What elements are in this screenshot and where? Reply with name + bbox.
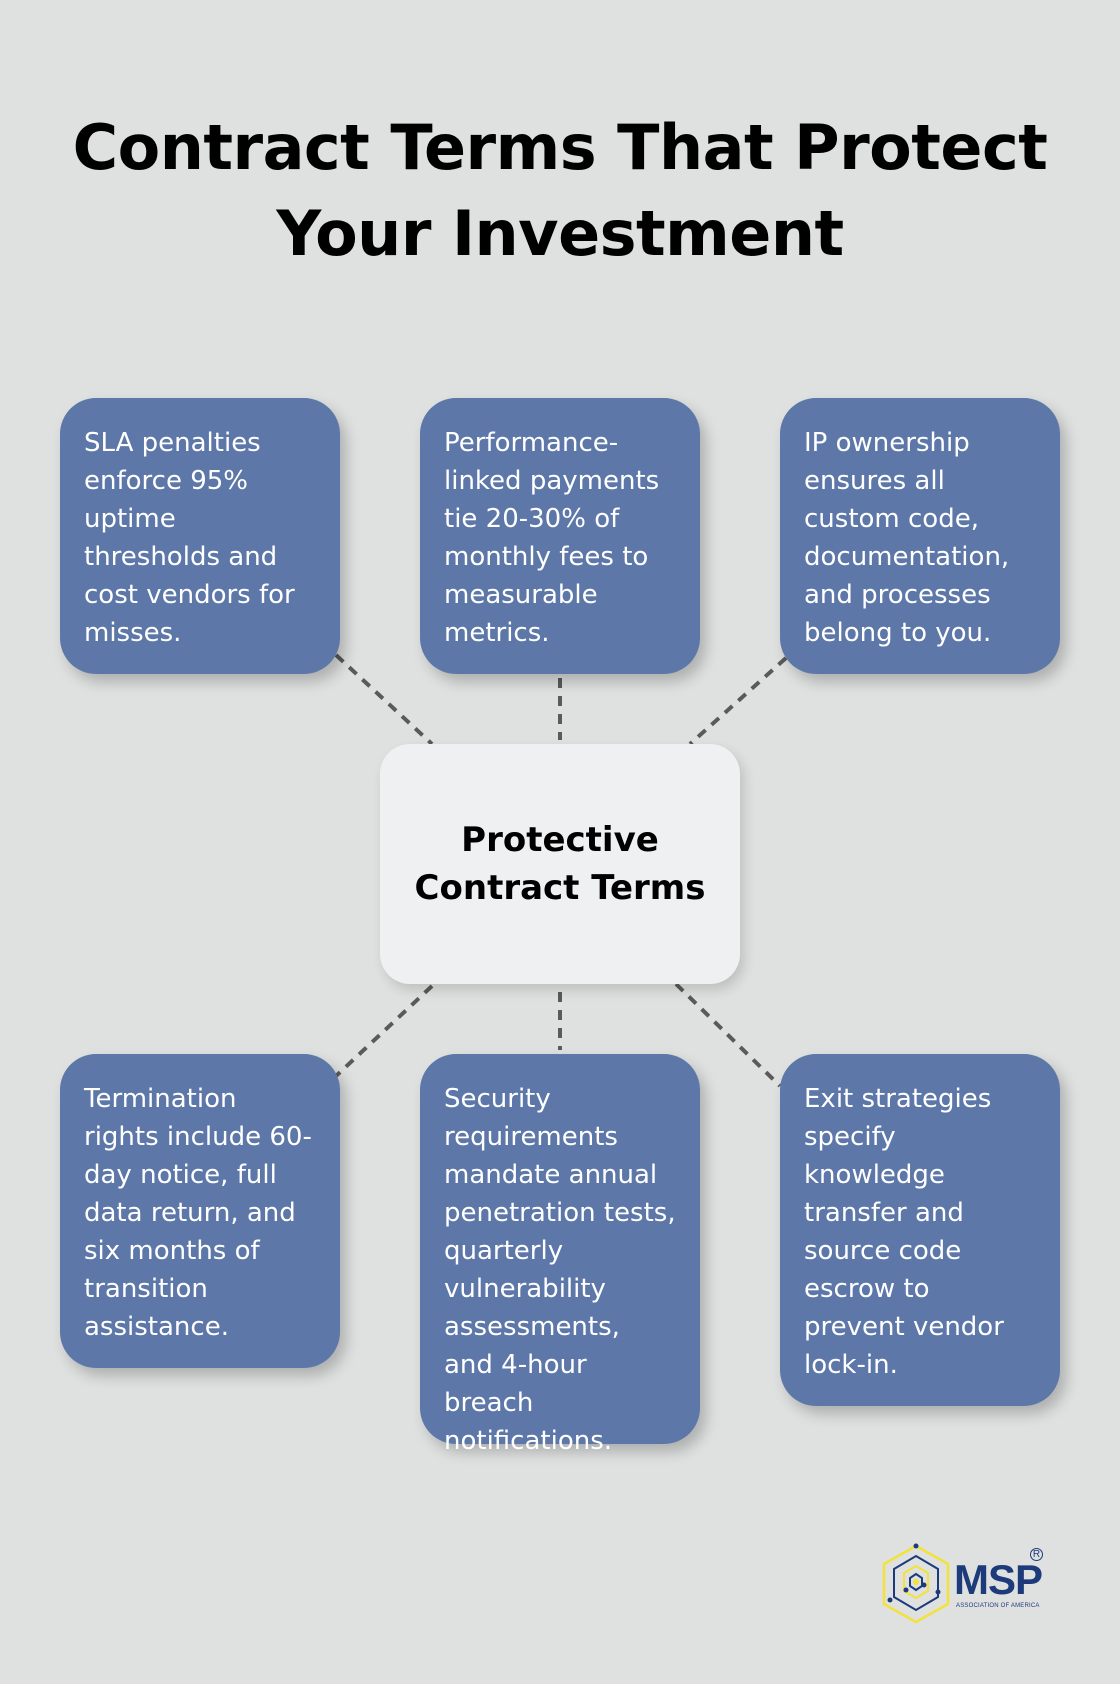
term-text: Termination rights include 60-day notice…	[84, 1084, 312, 1342]
connector-top-left	[334, 653, 434, 746]
title-line-2: Your Investment	[276, 197, 844, 270]
term-text: SLA penalties enforce 95% uptime thresho…	[84, 428, 295, 648]
term-text: Security requirements mandate annual pen…	[444, 1084, 676, 1456]
center-line-2: Contract Terms	[414, 868, 706, 908]
registered-mark-icon: R	[1030, 1548, 1043, 1561]
term-card-termination-rights: Termination rights include 60-day notice…	[60, 1054, 340, 1368]
hexagon-circuit-icon	[882, 1543, 950, 1624]
connector-top-right	[688, 656, 788, 746]
term-text: IP ownership ensures all custom code, do…	[804, 428, 1010, 648]
term-card-performance-payments: Performance-linked payments tie 20-30% o…	[420, 398, 700, 674]
center-line-1: Protective	[461, 820, 659, 860]
term-card-exit-strategies: Exit strategies specify knowledge transf…	[780, 1054, 1060, 1406]
term-text: Performance-linked payments tie 20-30% o…	[444, 428, 660, 648]
msp-logo: MSP R ASSOCIATION OF AMERICA	[878, 1540, 1058, 1630]
title-line-1: Contract Terms That Protect	[72, 111, 1048, 184]
connector-bottom-left	[334, 984, 434, 1078]
page-title: Contract Terms That Protect Your Investm…	[0, 105, 1120, 277]
connector-bottom-right	[674, 982, 782, 1088]
term-card-security-requirements: Security requirements mandate annual pen…	[420, 1054, 700, 1456]
logo-wordmark: MSP	[954, 1556, 1043, 1603]
term-text: Exit strategies specify knowledge transf…	[804, 1084, 1004, 1380]
logo-subtitle: ASSOCIATION OF AMERICA	[956, 1603, 1040, 1609]
center-node: Protective Contract Terms	[380, 744, 740, 984]
term-card-sla-penalties: SLA penalties enforce 95% uptime thresho…	[60, 398, 340, 674]
term-card-ip-ownership: IP ownership ensures all custom code, do…	[780, 398, 1060, 674]
